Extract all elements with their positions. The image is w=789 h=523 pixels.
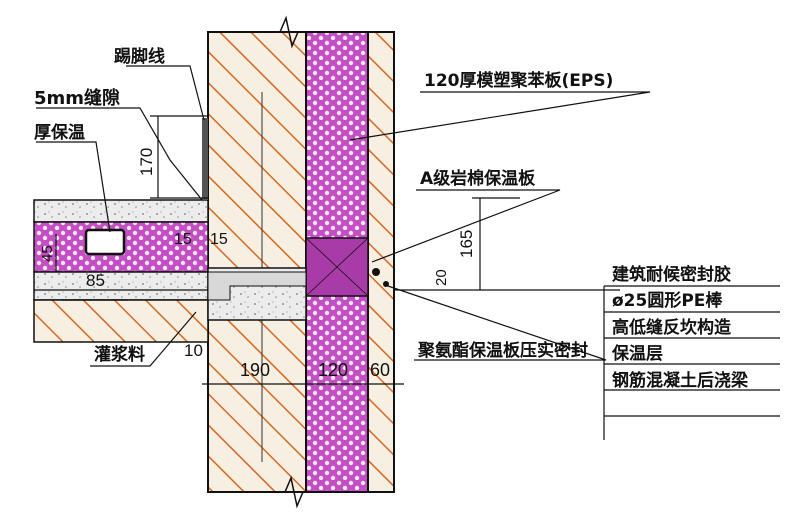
legend-item-4: 保温层 (611, 343, 663, 364)
wall-60 (367, 31, 395, 493)
label-insulation-left: 厚保温 (34, 122, 85, 143)
dim-10: 10 (184, 341, 203, 360)
dim-120: 120 (318, 360, 348, 380)
floor-lower (33, 299, 209, 343)
break-mark-bottom (210, 475, 394, 509)
grout-step (207, 271, 307, 301)
label-eps: 120厚模塑聚苯板(EPS) (424, 70, 613, 91)
legend-item-2: ø25圆形PE棒 (612, 290, 723, 311)
dim-85: 85 (86, 271, 105, 290)
legend-item-3: 高低缝反坎构造 (612, 317, 732, 338)
legend-item-5: 钢筋混凝土后浇梁 (612, 370, 749, 391)
label-gap: 5mm缝隙 (34, 87, 120, 109)
legend-item-1: 建筑耐候密封胶 (612, 264, 731, 285)
dim-15a: 15 (174, 231, 192, 248)
wall-190 (207, 31, 307, 493)
label-grout: 灌浆料 (94, 344, 145, 365)
dim-165: 165 (457, 230, 476, 258)
pe-rod-box (84, 228, 126, 256)
dim-60: 60 (370, 360, 390, 380)
skirting (202, 118, 208, 200)
leader-lines (36, 65, 780, 440)
dim-170: 170 (137, 148, 156, 176)
dim-45: 45 (39, 245, 56, 262)
label-rockwool: A级岩棉保温板 (420, 168, 536, 189)
dim-20: 20 (433, 269, 450, 286)
dim-lines (34, 115, 620, 390)
floor-slab (33, 271, 209, 301)
label-pu-seal: 聚氨酯保温板压实密封 (417, 340, 588, 361)
dim-15b: 15 (210, 231, 228, 248)
dim-190: 190 (240, 360, 270, 380)
floor-screed (33, 199, 209, 223)
label-skirting: 踢脚线 (114, 46, 165, 67)
break-mark-top (210, 15, 394, 49)
